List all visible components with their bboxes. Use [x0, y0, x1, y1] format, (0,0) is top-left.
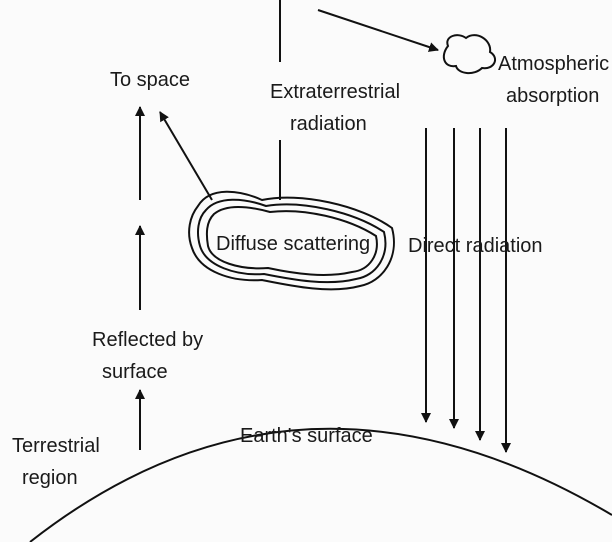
reflected-label-line2: surface — [102, 361, 168, 383]
to-space-label: To space — [110, 69, 190, 91]
atmospheric-label-line2: absorption — [506, 85, 599, 107]
scatter-to-space-arrow — [160, 112, 212, 200]
extraterrestrial-label-line2: radiation — [290, 113, 367, 135]
reflected-label-line1: Reflected by — [92, 329, 203, 351]
extraterrestrial-label-line1: Extraterrestrial — [270, 81, 400, 103]
absorption-arrow — [318, 10, 438, 50]
terrestrial-label-line1: Terrestrial — [12, 435, 100, 457]
terrestrial-label-line2: region — [22, 467, 78, 489]
atmospheric-label-line1: Atmospheric — [498, 53, 609, 75]
direct-radiation-label: Direct radiation — [408, 235, 543, 257]
diffuse-scattering-label: Diffuse scattering — [216, 233, 370, 255]
absorption-cloud-icon — [444, 35, 495, 73]
earths-surface-label: Earth's surface — [240, 425, 373, 447]
